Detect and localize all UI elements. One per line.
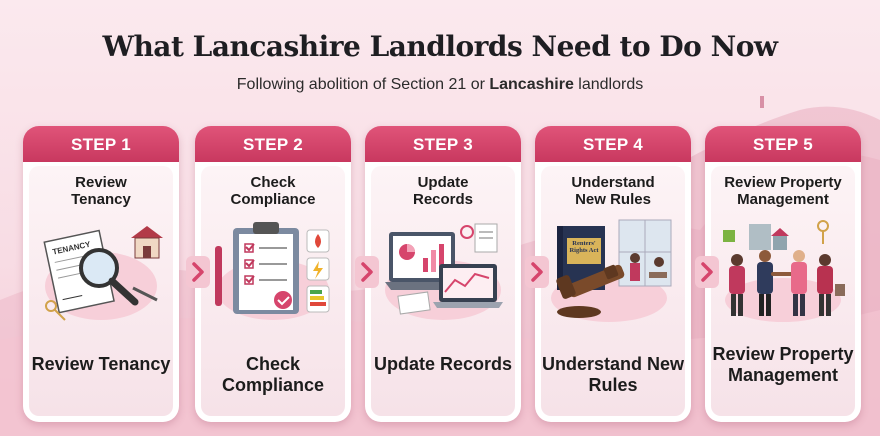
next-arrow-icon [525, 256, 549, 288]
step-title: Check Compliance [230, 174, 316, 208]
laptop-records-icon [385, 223, 503, 320]
step-card-1: STEP 1 Review Tenancy TENANCY Review Ten… [23, 126, 179, 422]
step-tab: STEP 5 [705, 126, 861, 162]
next-arrow-icon [186, 256, 210, 288]
step-card-3: STEP 3 Update Records Update Records [365, 126, 521, 422]
step-card-4: STEP 4 Understand New Rules Renters' Rig… [535, 126, 691, 422]
step-tab: STEP 1 [23, 126, 179, 162]
step-tab: STEP 3 [365, 126, 521, 162]
step-title: Understand New Rules [571, 174, 655, 208]
step-title: Update Records [412, 174, 474, 208]
step-card-5: STEP 5 Review Property Management Review… [705, 126, 861, 422]
clipboard-checklist-icon [215, 222, 330, 320]
page-title: What Lancashire Landlords Need to Do Now [102, 30, 778, 63]
step-label: Update Records [373, 354, 513, 374]
step-title: Review Property Management [724, 174, 842, 208]
magnifier-document-icon: TENANCY [43, 226, 163, 321]
step-label: Review Tenancy [31, 354, 171, 374]
gavel-book-icon: Renters' Rights Act [551, 219, 672, 322]
next-arrow-icon [695, 256, 719, 288]
step-tab: STEP 4 [535, 126, 691, 162]
step-tab: STEP 2 [195, 126, 351, 162]
page-subtitle: Following abolition of Section 21 or Lan… [236, 76, 644, 93]
step-label: Check Compliance [221, 354, 325, 395]
step-label: Understand New Rules [541, 354, 685, 395]
step-label: Review Property Management [712, 344, 854, 385]
next-arrow-icon [355, 256, 379, 288]
step-title: Review Tenancy [71, 174, 131, 208]
book-label: Renters' Rights Act [569, 240, 599, 254]
step-card-2: STEP 2 Check Compliance Check Compliance [195, 126, 351, 422]
people-handshake-icon [723, 220, 845, 322]
